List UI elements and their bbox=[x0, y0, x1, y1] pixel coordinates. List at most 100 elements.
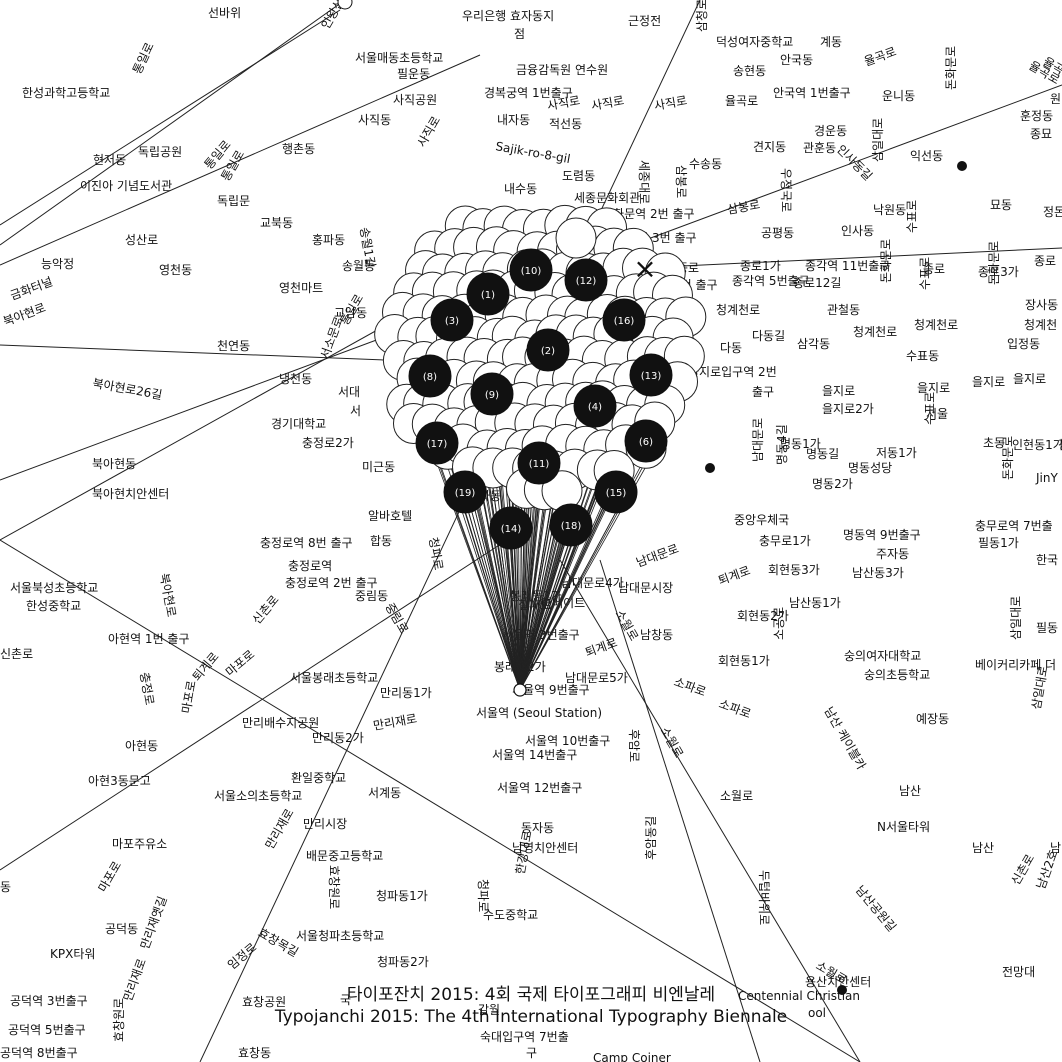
place-label: 을지로 bbox=[1013, 372, 1046, 386]
numbered-balloon[interactable]: (8) bbox=[408, 354, 452, 398]
place-label: 광화문역 2번 출구 bbox=[602, 207, 695, 221]
numbered-balloon[interactable]: (16) bbox=[602, 298, 646, 342]
place-label: 경운동 bbox=[814, 124, 847, 138]
numbered-balloon[interactable]: (10) bbox=[509, 248, 553, 292]
place-label: 송월1길 bbox=[357, 226, 378, 269]
place-label: 덕성여자중학교 bbox=[716, 35, 793, 49]
place-label: 삼봉로 bbox=[674, 165, 688, 198]
place-label: 영천마트 bbox=[279, 280, 323, 295]
place-label: 출구 bbox=[752, 385, 774, 399]
place-label: 관철동 bbox=[827, 303, 860, 317]
place-label: JinY bbox=[1035, 471, 1058, 485]
place-label: 마포로 bbox=[223, 647, 257, 679]
place-label: 주자동 bbox=[876, 547, 909, 561]
place-label: 삼일대로 bbox=[1009, 596, 1023, 640]
place-label: 관훈동 bbox=[803, 141, 836, 155]
numbered-balloon[interactable]: (2) bbox=[526, 328, 570, 372]
place-label: 율곡로 bbox=[862, 44, 898, 68]
place-label: 서 bbox=[350, 404, 361, 418]
place-label: 서울역 (Seoul Station) bbox=[476, 706, 602, 720]
place-label: 남산 케이블카 bbox=[821, 705, 868, 773]
place-label: 소월로 bbox=[612, 608, 641, 644]
place-label: 충정로역 2번 출구 bbox=[285, 576, 378, 590]
place-label: 남영치안센터 bbox=[512, 841, 578, 855]
place-label: 남산공원길 bbox=[853, 883, 899, 934]
place-label: 마포주유소 bbox=[112, 837, 167, 851]
place-label: 종로 bbox=[1034, 254, 1056, 268]
dot-marker bbox=[957, 161, 967, 171]
place-label: 효창동 bbox=[238, 1046, 271, 1060]
place-label: 퇴계로 bbox=[583, 635, 619, 659]
markers: × bbox=[337, 0, 967, 995]
place-label: 갈월 bbox=[478, 1003, 500, 1017]
place-label: 종로3가 bbox=[978, 265, 1019, 279]
balloon-string bbox=[464, 511, 521, 691]
place-label: 충정로역 bbox=[288, 559, 332, 573]
balloon-string bbox=[519, 544, 572, 691]
place-label: 삼청로 bbox=[695, 0, 709, 32]
place-label: 종로1가 bbox=[740, 259, 781, 273]
balloon-number: (16) bbox=[614, 316, 635, 327]
numbered-balloon[interactable]: (3) bbox=[430, 298, 474, 342]
place-label: 수송동 bbox=[689, 157, 722, 171]
place-label: 입정동 bbox=[1007, 337, 1040, 351]
place-label: 서계동 bbox=[368, 786, 401, 800]
place-label: 공덕동 bbox=[105, 922, 138, 936]
numbered-balloons[interactable]: (1) (2) (3) (4)(6) (8) (9) (10) (11) (12) (13) (14… bbox=[408, 248, 673, 550]
place-label: 독립공원 bbox=[138, 145, 182, 159]
place-label: 한성중학교 bbox=[26, 599, 81, 613]
place-label: Sajik-ro-8-gil bbox=[494, 139, 571, 166]
place-label: Camp Coiner bbox=[593, 1051, 671, 1062]
place-label: 영천동 bbox=[159, 262, 192, 277]
balloon-circle bbox=[629, 353, 673, 397]
place-label: 사직공원 bbox=[393, 93, 437, 107]
numbered-balloon[interactable]: (1) bbox=[466, 272, 510, 316]
caption-korean: 타이포잔치 2015: 4회 국제 타이포그래피 비엔날레 bbox=[346, 985, 716, 1005]
place-label: 견지동 bbox=[753, 140, 786, 154]
place-label: 두텁바위로 bbox=[757, 870, 771, 925]
numbered-balloon[interactable]: (6) bbox=[624, 419, 668, 463]
numbered-balloon[interactable]: (14) bbox=[489, 506, 533, 550]
place-label: 종묘 bbox=[1030, 127, 1052, 141]
numbered-balloon[interactable]: (9) bbox=[470, 372, 514, 416]
balloon-circle bbox=[466, 272, 510, 316]
place-label: 사직로 bbox=[546, 93, 581, 113]
place-label: 효창공원 bbox=[242, 995, 286, 1009]
balloon-circle bbox=[415, 421, 459, 465]
balloon-circle bbox=[573, 384, 617, 428]
place-label: 적선동 bbox=[549, 117, 582, 131]
place-label: 홍파동 bbox=[312, 233, 345, 247]
balloon-circle bbox=[624, 419, 668, 463]
numbered-balloon[interactable]: (11) bbox=[517, 441, 561, 485]
balloon-number: (2) bbox=[541, 346, 555, 357]
place-label: 남산동1가 bbox=[789, 596, 841, 610]
numbered-balloon[interactable]: (4) bbox=[573, 384, 617, 428]
numbered-balloon[interactable]: (17) bbox=[415, 421, 459, 465]
place-label: 동 bbox=[0, 880, 11, 894]
place-label: 공덕역 8번출구 bbox=[0, 1046, 78, 1060]
place-label: 충무로역 7번출 bbox=[975, 519, 1053, 533]
place-label: 안국역 1번출구 bbox=[773, 86, 851, 100]
numbered-balloon[interactable]: (12) bbox=[564, 258, 608, 302]
balloon-string bbox=[519, 511, 617, 691]
balloon-number: (19) bbox=[455, 488, 476, 499]
place-label: 원 bbox=[1050, 92, 1061, 106]
numbered-balloon[interactable]: (19) bbox=[443, 470, 487, 514]
place-label: 수표로 bbox=[923, 392, 937, 425]
place-label: 소월로 bbox=[720, 789, 753, 803]
place-label: 전망대 bbox=[1002, 965, 1035, 979]
place-label: 돈화문로 bbox=[987, 241, 1001, 285]
place-label: 소공로 bbox=[772, 607, 786, 640]
place-label: 만리배수지공원 bbox=[242, 716, 319, 730]
place-label: 만리재로 bbox=[372, 711, 418, 732]
balloon-circle bbox=[549, 503, 593, 547]
place-label: 행촌동 bbox=[282, 141, 315, 156]
numbered-balloon[interactable]: (18) bbox=[549, 503, 593, 547]
place-label: 남산 bbox=[972, 841, 994, 855]
place-label: 명동4길 bbox=[775, 424, 789, 465]
numbered-balloon[interactable]: (13) bbox=[629, 353, 673, 397]
numbered-balloon[interactable]: (15) bbox=[594, 470, 638, 514]
place-label: 을지로입구역 2번 bbox=[688, 365, 777, 379]
